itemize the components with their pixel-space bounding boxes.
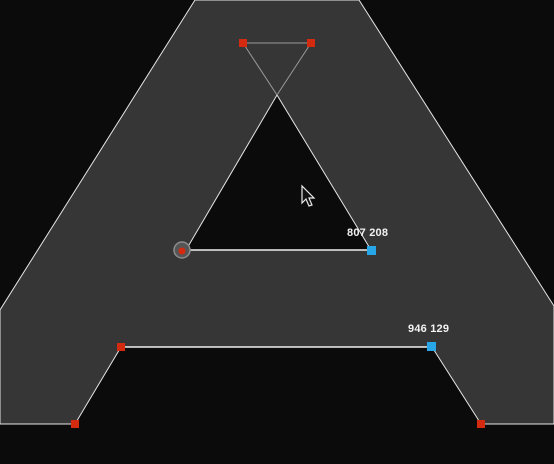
corner-point[interactable] [307,39,315,47]
start-point-marker [178,247,186,255]
point-coordinate-label: 946 129 [408,323,450,335]
corner-point[interactable] [71,420,79,428]
point-coordinate-label: 807 208 [347,227,389,239]
corner-point[interactable] [477,420,485,428]
corner-point[interactable] [117,343,125,351]
glyph-outline-shape[interactable] [0,0,554,425]
selected-point[interactable] [367,246,376,255]
selected-point[interactable] [427,342,436,351]
arrow-cursor-icon [301,184,316,207]
corner-point[interactable] [239,39,247,47]
bezier-handles [242,42,312,96]
